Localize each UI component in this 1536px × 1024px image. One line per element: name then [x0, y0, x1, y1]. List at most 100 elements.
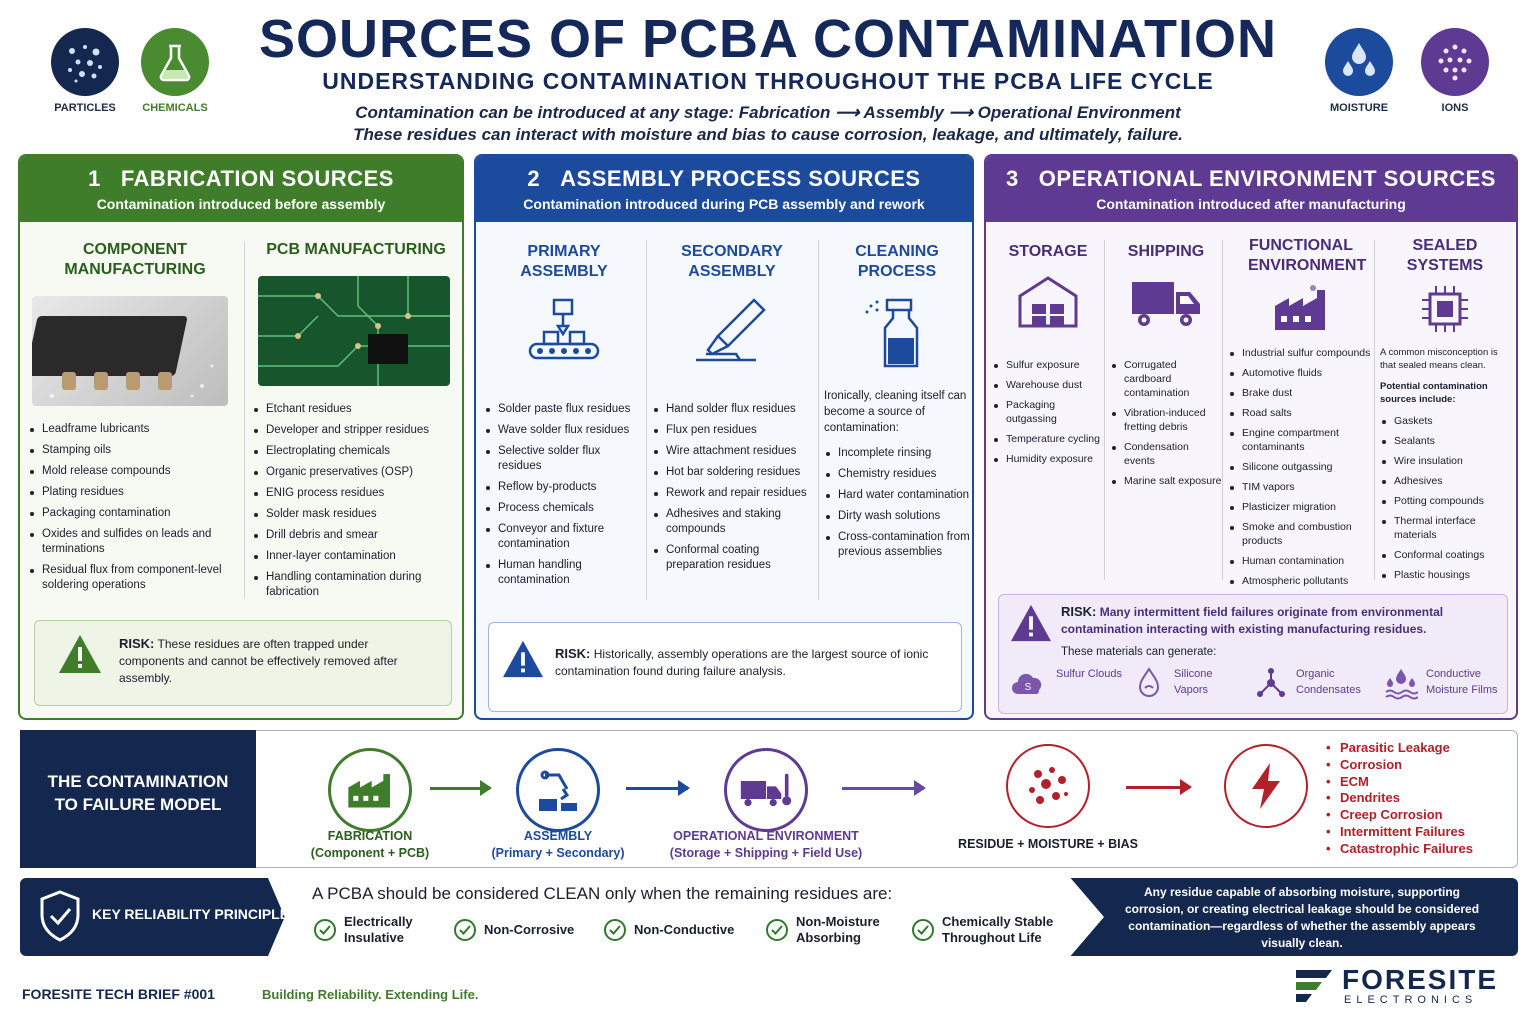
- particles-icon: [51, 28, 119, 96]
- conveyor-robot-icon: [528, 298, 600, 360]
- list-item: Parasitic Leakage: [1326, 740, 1473, 757]
- robot-arm-icon: [539, 770, 577, 811]
- list-item: Humidity exposure: [992, 452, 1104, 466]
- list-item: Vibration-induced fretting debris: [1110, 406, 1222, 434]
- list-item: ENIG process residues: [252, 486, 460, 501]
- intro-line-2: These residues can interact with moistur…: [353, 125, 1183, 144]
- flow-arrow: [1126, 779, 1192, 795]
- list-item: Corrugated cardboard contamination: [1110, 358, 1222, 400]
- page-subtitle: UNDERSTANDING CONTAMINATION THROUGHOUT T…: [322, 68, 1214, 94]
- residue-caption: RESIDUE + MOISTURE + BIAS: [958, 837, 1138, 851]
- foresite-logo-icon: [1296, 970, 1332, 1002]
- chip-icon: [1422, 286, 1468, 332]
- list-item: Etchant residues: [252, 402, 460, 417]
- column-title: PRIMARY ASSEMBLY: [520, 243, 608, 280]
- generates-row: S Sulfur Clouds Silicone Vapors Organic …: [1010, 664, 1510, 704]
- list-item: Atmospheric pollutants: [1228, 574, 1374, 588]
- flask-icon: [141, 28, 209, 96]
- list-item: Selective solder flux residues: [484, 444, 644, 474]
- list-item: Conformal coating preparation residues: [652, 543, 812, 573]
- panel-subtitle: Contamination introduced before assembly: [96, 196, 386, 212]
- operational-risk-box: RISK: Many intermittent field failures o…: [998, 594, 1508, 714]
- fabrication-caption: FABRICATION(Component + PCB): [280, 828, 460, 862]
- list-item: Wave solder flux residues: [484, 423, 644, 438]
- list-item: Gaskets: [1380, 414, 1510, 428]
- tech-brief-label: FORESITE TECH BRIEF #001: [22, 986, 215, 1002]
- criterion-label: Chemically Stable Throughout Life: [942, 914, 1054, 945]
- flow-arrow: [842, 780, 926, 796]
- logo-subtitle: ELECTRONICS: [1344, 994, 1478, 1006]
- functional-environment-column: FUNCTIONAL ENVIRONMENT Industrial sulfur…: [1228, 236, 1374, 594]
- panel-title: OPERATIONAL ENVIRONMENT SOURCES: [1038, 166, 1496, 191]
- svg-text:S: S: [1025, 682, 1032, 693]
- list-item: Cross-contamination from previous assemb…: [824, 530, 970, 560]
- list-item: Handling contamination during fabricatio…: [252, 570, 460, 600]
- residue-node: [1006, 744, 1090, 828]
- warning-icon: [1011, 604, 1051, 642]
- criterion-label: Non-Conductive: [634, 922, 735, 937]
- list-item: Organic preservatives (OSP): [252, 465, 460, 480]
- criterion-label: Non-Moisture Absorbing: [796, 914, 880, 945]
- list-item: Warehouse dust: [992, 378, 1104, 392]
- step-title: ASSEMBLY: [523, 829, 593, 843]
- droplets-icon: [1325, 28, 1393, 96]
- list-item: Human contamination: [1228, 554, 1374, 568]
- list-item: Developer and stripper residues: [252, 423, 460, 438]
- risk-label: RISK:: [1061, 604, 1097, 619]
- step-sub: (Primary + Secondary): [491, 846, 625, 860]
- assembly-caption: ASSEMBLY (Primary + Secondary): [468, 828, 648, 862]
- list-item: Adhesives: [1380, 474, 1510, 488]
- list-item: Packaging contamination: [28, 506, 242, 521]
- list-item: Temperature cycling: [992, 432, 1104, 446]
- criterion-item: Electrically Insulative: [314, 914, 434, 946]
- list-item: Wire insulation: [1380, 454, 1510, 468]
- component-manufacturing-column: COMPONENT MANUFACTURING Leadframe lubric…: [28, 240, 242, 599]
- soldering-iron-icon: [696, 298, 766, 362]
- list-item: Rework and repair residues: [652, 486, 812, 501]
- list-item: Solder paste flux residues: [484, 402, 644, 417]
- list-item: Conveyor and fixture contamination: [484, 522, 644, 552]
- list-item: Wire attachment residues: [652, 444, 812, 459]
- ions-badge: IONS: [1400, 28, 1510, 114]
- molecule-icon: [1257, 668, 1285, 697]
- step-sub: (Component + PCB): [310, 846, 430, 860]
- criterion-label: Electrically Insulative: [344, 914, 413, 945]
- list-item: Mold release compounds: [28, 464, 242, 479]
- cleaning-process-column: CLEANING PROCESS Ironically, cleaning it…: [824, 242, 970, 566]
- column-divider: [818, 240, 819, 600]
- list-item: Incomplete rinsing: [824, 446, 970, 461]
- assembly-node: [516, 748, 600, 832]
- intro-line-1: Contamination can be introduced at any s…: [355, 103, 1181, 122]
- generate-item: Silicone Vapors: [1134, 664, 1254, 704]
- pcb-photo: [258, 276, 450, 386]
- list-item: Corrosion: [1326, 757, 1473, 774]
- generate-label: Organic Condensates: [1296, 668, 1361, 696]
- moisture-film-icon: [1385, 669, 1418, 700]
- column-title: FUNCTIONAL ENVIRONMENT: [1248, 237, 1367, 274]
- principle-content: [268, 878, 1104, 956]
- criterion-label: Non-Corrosive: [484, 922, 575, 937]
- panel-subtitle: Contamination introduced during PCB asse…: [523, 196, 925, 212]
- list-item: Sulfur exposure: [992, 358, 1104, 372]
- warehouse-icon: [1018, 276, 1078, 328]
- list-item: Adhesives and staking compounds: [652, 507, 812, 537]
- generate-item: S Sulfur Clouds: [1010, 664, 1130, 704]
- list-item: Plating residues: [28, 485, 242, 500]
- sealed-systems-column: SEALED SYSTEMS A common misconception is…: [1380, 236, 1510, 588]
- chip-photo: [32, 296, 228, 406]
- column-divider: [1374, 240, 1375, 580]
- list-item: Chemistry residues: [824, 467, 970, 482]
- panel-number: 3: [1006, 166, 1019, 191]
- operational-node: [724, 748, 808, 832]
- flow-arrow: [430, 780, 492, 796]
- fabrication-risk-box: RISK: These residues are often trapped u…: [34, 620, 452, 706]
- criterion-item: Non-Moisture Absorbing: [766, 914, 886, 946]
